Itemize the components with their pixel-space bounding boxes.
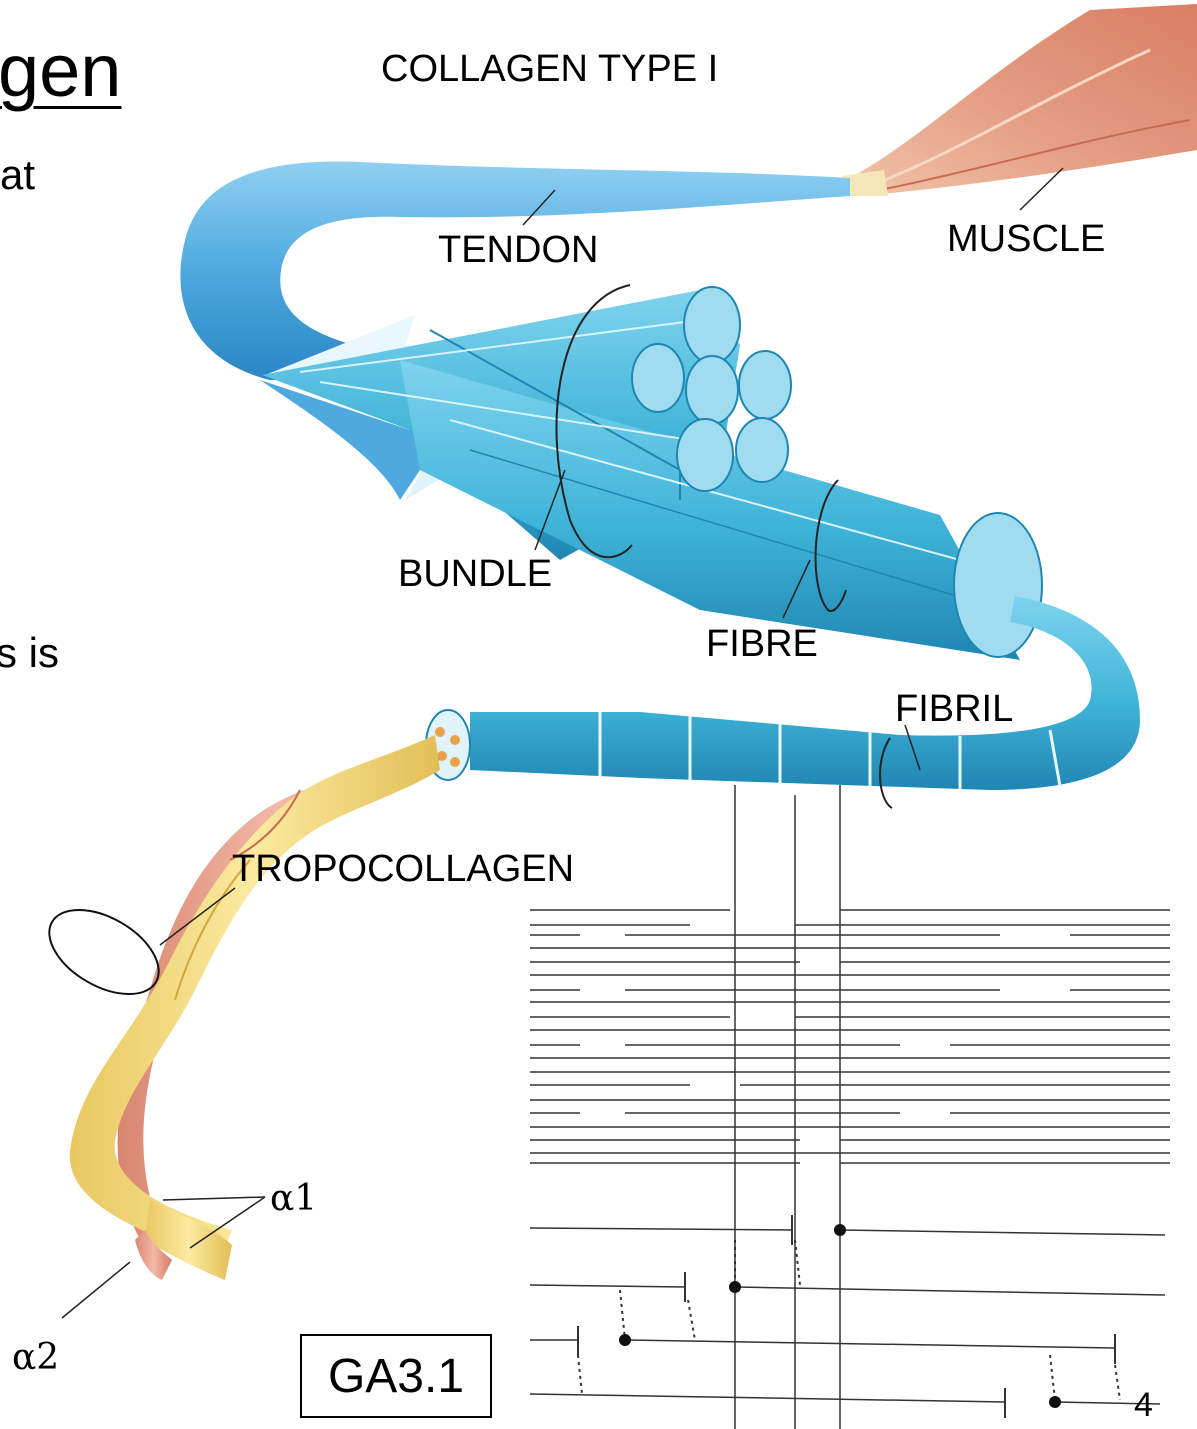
label-alpha1: α1 — [270, 1178, 317, 1219]
label-bundle: BUNDLE — [398, 555, 552, 593]
slide-body-fragment-1: at — [0, 154, 35, 196]
muscle-shape — [842, 4, 1197, 196]
label-fibre: FIBRE — [706, 625, 818, 663]
label-tendon: TENDON — [438, 231, 598, 269]
page-number: 4 — [1134, 1386, 1153, 1425]
figure-id-box: GA3.1 — [300, 1334, 492, 1418]
label-tropocollagen: TROPOCOLLAGEN — [232, 850, 574, 888]
diagram-title: COLLAGEN TYPE I — [381, 48, 718, 91]
packing-diagram — [530, 785, 1170, 1429]
label-alpha2: α2 — [12, 1337, 59, 1378]
label-fibril: FIBRIL — [895, 690, 1013, 728]
slide-body-fragment-2: s is — [0, 632, 59, 674]
label-muscle: MUSCLE — [947, 220, 1105, 258]
figure-id-label: GA3.1 — [328, 1349, 464, 1404]
slide-title-fragment: gen — [0, 34, 121, 108]
